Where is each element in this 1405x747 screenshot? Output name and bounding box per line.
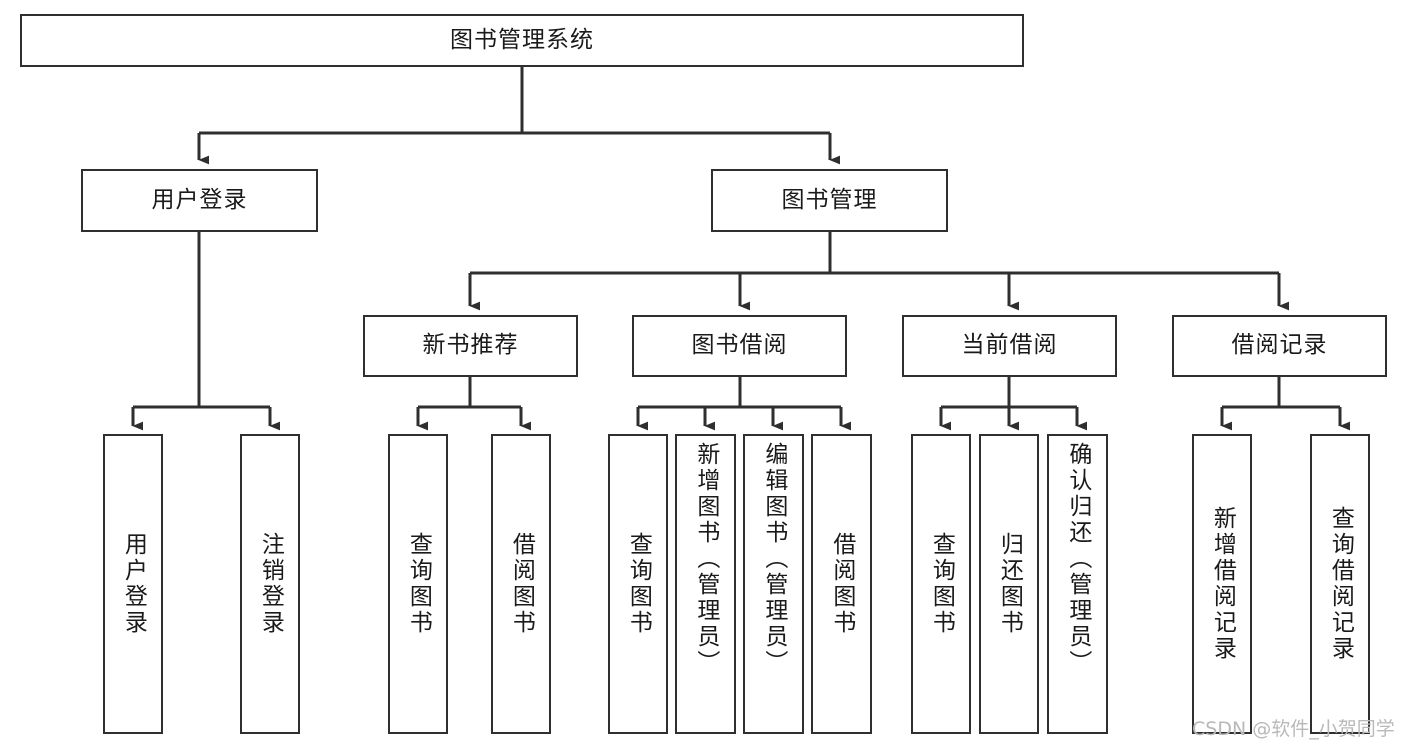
leaf-book-borrow-query-book[interactable]: 查询图书	[608, 434, 668, 734]
edges-userlogin-to-leaves	[131, 232, 281, 431]
node-root-library-management-system[interactable]: 图书管理系统	[20, 14, 1024, 67]
edges-borrowrecord-to-leaves	[1220, 377, 1351, 431]
leaf-borrow-record-add-record[interactable]: 新增借阅记录	[1192, 434, 1252, 734]
leaf-book-borrow-edit-book-admin[interactable]: 编辑图书（管理员）	[743, 434, 804, 734]
node-book-borrowing[interactable]: 图书借阅	[632, 315, 847, 377]
edges-bookborrow-to-leaves	[636, 377, 852, 431]
edges-currentborrow-to-leaves	[939, 377, 1088, 431]
edges-newbook-to-leaves	[416, 377, 532, 431]
node-book-management[interactable]: 图书管理	[711, 169, 948, 232]
node-new-book-recommendation[interactable]: 新书推荐	[363, 315, 578, 377]
leaf-current-borrow-query-book[interactable]: 查询图书	[911, 434, 971, 734]
leaf-current-borrow-return-book[interactable]: 归还图书	[979, 434, 1039, 734]
node-user-login[interactable]: 用户登录	[81, 169, 318, 232]
leaf-book-borrow-borrow-book[interactable]: 借阅图书	[811, 434, 872, 734]
edges-root-to-level2	[197, 67, 841, 165]
leaf-current-borrow-confirm-return-admin[interactable]: 确认归还（管理员）	[1047, 434, 1108, 734]
edges-bookmgmt-to-level3	[468, 232, 1290, 311]
leaf-borrow-record-query-record[interactable]: 查询借阅记录	[1310, 434, 1370, 734]
leaf-user-login-signin[interactable]: 用户登录	[103, 434, 163, 734]
node-current-borrowing[interactable]: 当前借阅	[902, 315, 1117, 377]
leaf-book-borrow-add-book-admin[interactable]: 新增图书（管理员）	[675, 434, 736, 734]
leaf-new-book-query-book[interactable]: 查询图书	[388, 434, 448, 734]
leaf-new-book-borrow-book[interactable]: 借阅图书	[491, 434, 551, 734]
leaf-user-login-signout[interactable]: 注销登录	[240, 434, 300, 734]
node-borrow-record[interactable]: 借阅记录	[1172, 315, 1387, 377]
